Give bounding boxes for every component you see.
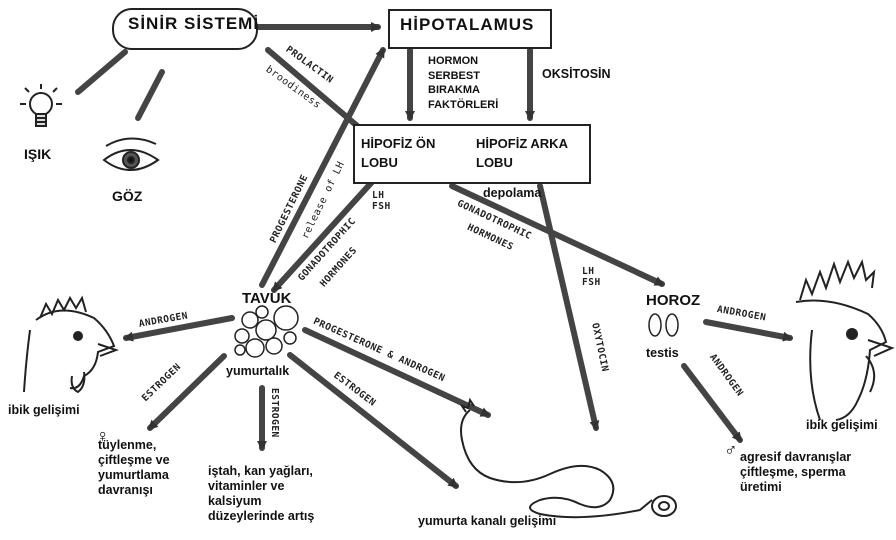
label-light: IŞIK	[24, 146, 51, 162]
label-pituitary-anterior: HİPOFİZ ÖN LOBU	[361, 134, 435, 172]
oviduct-illustration	[461, 400, 676, 517]
label-ovary: yumurtalık	[226, 364, 289, 379]
label-lh-fsh-right: LH FSH	[582, 266, 601, 288]
testis-icon	[649, 314, 678, 336]
light-bulb-icon	[20, 84, 62, 126]
label-nervous-system: SİNİR SİSTEMİ	[128, 14, 259, 34]
label-storage: depolama	[483, 186, 541, 201]
label-releasing-factors: HORMON SERBEST BIRAKMA FAKTÖRLERİ	[428, 54, 498, 112]
outcome-comb-right: ibik gelişimi	[806, 418, 878, 433]
outcome-comb-left: ibik gelişimi	[8, 403, 80, 418]
outcome-appetite: iştah, kan yağları, vitaminler ve kalsiy…	[208, 464, 314, 524]
arrow-hen-prog-androgen	[305, 330, 488, 415]
label-rooster: HOROZ	[646, 292, 700, 309]
outcome-oviduct: yumurta kanalı gelişimi	[418, 514, 556, 529]
label-estrogen-down: ESTROGEN	[269, 388, 280, 438]
ovary-icon	[235, 306, 298, 357]
hen-head-illustration	[24, 298, 116, 392]
male-symbol-icon: ♂	[724, 440, 738, 461]
arrow-oxytocin-oviduct	[540, 186, 596, 428]
outcome-female-behavior: tüylenme, çiftleşme ve yumurtlama davran…	[98, 438, 170, 498]
arrow-eye-to-nervous	[138, 72, 162, 118]
label-hen: TAVUK	[242, 290, 291, 307]
label-oksitosin: OKSİTOSİN	[542, 67, 611, 81]
label-hypothalamus: HİPOTALAMUS	[400, 15, 534, 35]
eye-icon	[104, 138, 158, 170]
arrow-hen-estrogen	[150, 356, 224, 428]
label-pituitary-posterior: HİPOFİZ ARKA LOBU	[476, 134, 568, 172]
arrow-light-to-nervous	[78, 52, 125, 92]
rooster-head-illustration	[796, 262, 892, 420]
label-lh-fsh-left: LH FSH	[372, 190, 391, 212]
label-eye: GÖZ	[112, 188, 142, 204]
label-testis: testis	[646, 346, 679, 361]
arrow-rooster-androgen	[706, 322, 790, 338]
outcome-male-behavior: agresif davranışlar çiftleşme, sperma ür…	[740, 450, 851, 495]
